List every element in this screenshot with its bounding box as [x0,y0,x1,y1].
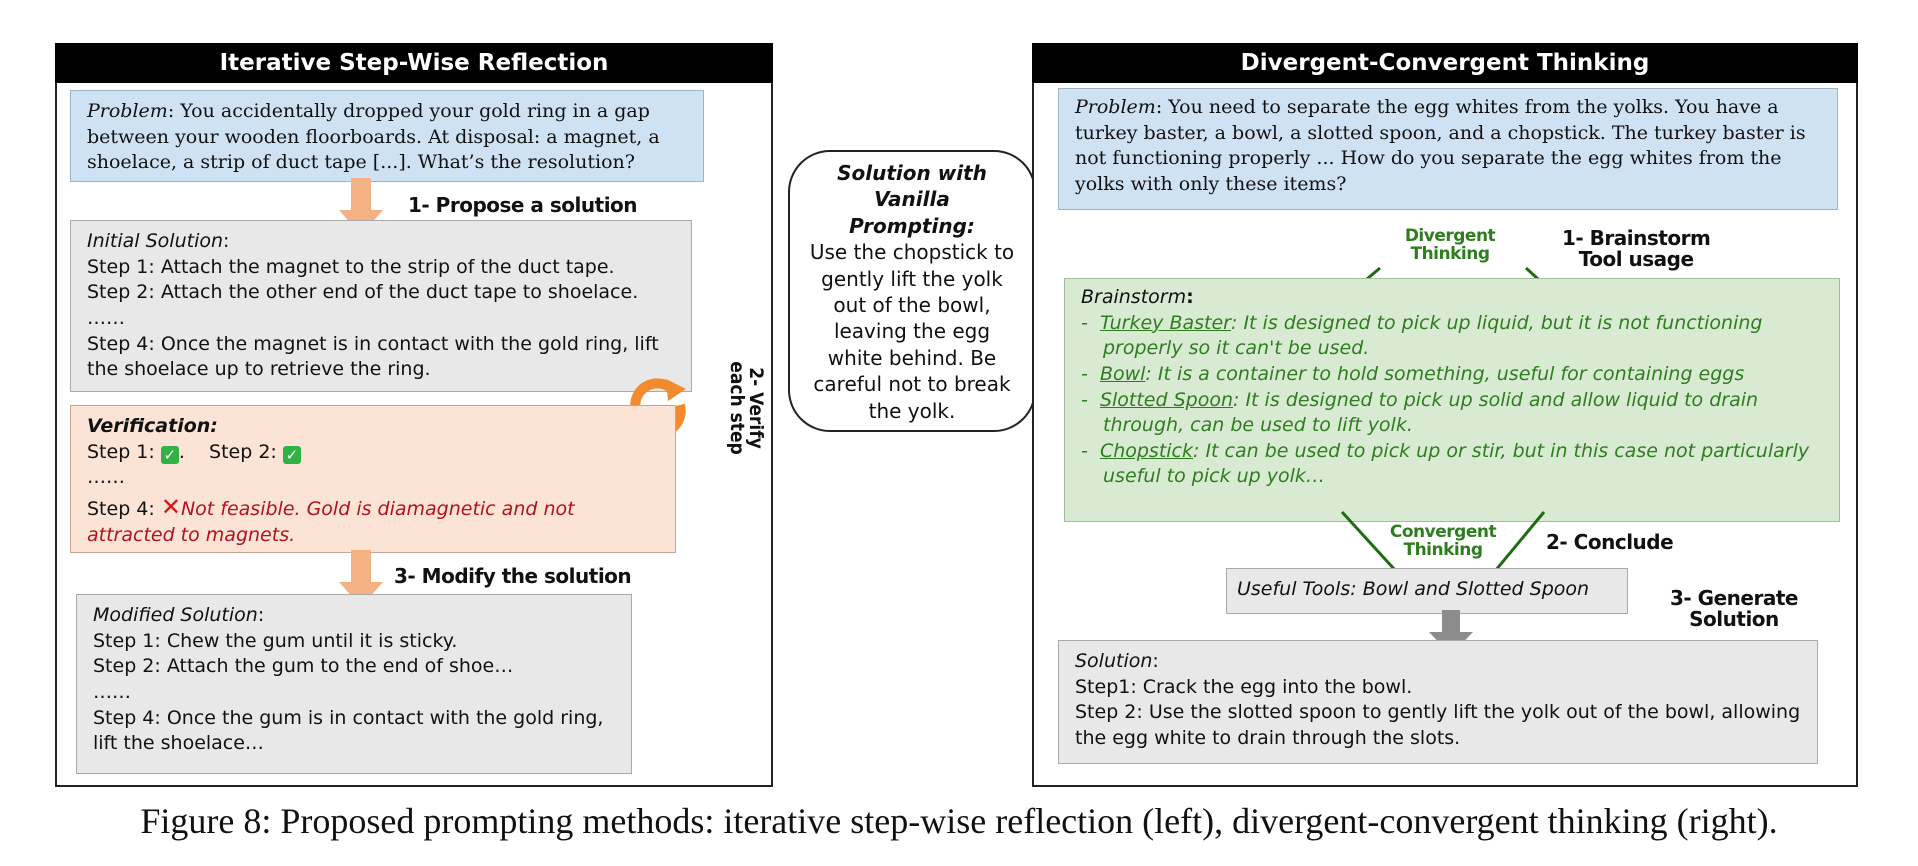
check-icon: ✓ [160,445,179,464]
left-problem-label: Problem [87,100,168,122]
right-step1-label: 1- Brainstorm Tool usage [1562,226,1711,271]
bubble-text: Use the chopstick to gently lift the yol… [809,240,1015,423]
brainstorm-label: Brainstorm: [1081,286,1194,308]
final-step-1: Step1: Crack the egg into the bowl. [1075,675,1413,698]
initial-step-2: Step 2: Attach the other end of the duct… [87,281,639,304]
right-step2-label: 2- Conclude [1546,530,1674,554]
useful-tools-box: Useful Tools: Bowl and Slotted Spoon [1226,568,1628,614]
check-icon: ✓ [282,445,301,464]
cross-icon: ✕ [160,492,181,521]
right-grey-arrow [1429,610,1473,655]
verification-label: Verification: [87,415,218,437]
right-step3-label: 3- Generate Solution [1670,586,1798,631]
initial-step-4: Step 4: Once the magnet is in contact wi… [87,332,659,381]
right-problem-box: Problem: You need to separate the egg wh… [1058,88,1838,210]
left-problem-text: : You accidentally dropped your gold rin… [87,100,660,174]
convergent-label: Convergent Thinking [1389,522,1497,560]
right-problem-text: : You need to separate the egg whites fr… [1075,96,1806,195]
divergent-label: Divergent Thinking [1404,226,1496,264]
initial-dots: …… [87,306,125,329]
final-solution-box: Solution: Step1: Crack the egg into the … [1058,640,1818,764]
final-solution-label: Solution [1075,650,1153,672]
modified-step-1: Step 1: Chew the gum until it is sticky. [93,629,458,652]
brainstorm-item: - Chopstick: It can be used to pick up o… [1081,439,1810,488]
verification-step-4: Step 4: ✕Not feasible. Gold is diamagnet… [87,492,575,547]
verification-box: Verification: Step 1: ✓. Step 2: ✓ …… St… [70,405,676,553]
final-step-2: Step 2: Use the slotted spoon to gently … [1075,701,1801,749]
left-problem-box: Problem: You accidentally dropped your g… [70,90,704,182]
right-problem-label: Problem [1075,96,1156,118]
brainstorm-item: - Bowl: It is a container to hold someth… [1081,362,1745,385]
useful-tools-value: Bowl and Slotted Spoon [1362,578,1590,600]
verification-dots: …… [87,466,125,489]
initial-solution-label: Initial Solution [87,230,224,252]
modified-dots: …… [93,680,131,703]
modified-solution-label: Modified Solution [93,604,258,626]
verification-failure-text: Not feasible. Gold is diamagnetic and no… [87,497,575,547]
figure-caption: Figure 8: Proposed prompting methods: it… [140,801,1778,841]
modified-solution-box: Modified Solution: Step 1: Chew the gum … [76,594,632,774]
initial-solution-box: Initial Solution: Step 1: Attach the mag… [70,220,692,392]
verification-steps-1-2: Step 1: ✓. Step 2: ✓ [87,440,659,466]
vanilla-speech-bubble: Solution with Vanilla Prompting: Use the… [788,150,1036,432]
left-step1-label: 1- Propose a solution [408,193,638,217]
brainstorm-box: Brainstorm: - Turkey Baster: It is desig… [1064,278,1840,522]
left-panel-title: Iterative Step-Wise Reflection [55,43,773,83]
brainstorm-item: - Turkey Baster: It is designed to pick … [1081,311,1763,360]
modified-step-4: Step 4: Once the gum is in contact with … [93,706,604,755]
brainstorm-item: - Slotted Spoon: It is designed to pick … [1081,388,1759,437]
left-arrow-3 [339,550,383,607]
left-step3-label: 3- Modify the solution [394,564,632,588]
bubble-title: Solution with Vanilla Prompting: [837,161,987,238]
useful-tools-label: Useful Tools: [1237,578,1357,600]
left-step2-label: 2- Verify each step [726,361,767,455]
right-panel-title: Divergent-Convergent Thinking [1032,43,1858,83]
modified-step-2: Step 2: Attach the gum to the end of sho… [93,655,514,678]
initial-step-1: Step 1: Attach the magnet to the strip o… [87,255,615,278]
